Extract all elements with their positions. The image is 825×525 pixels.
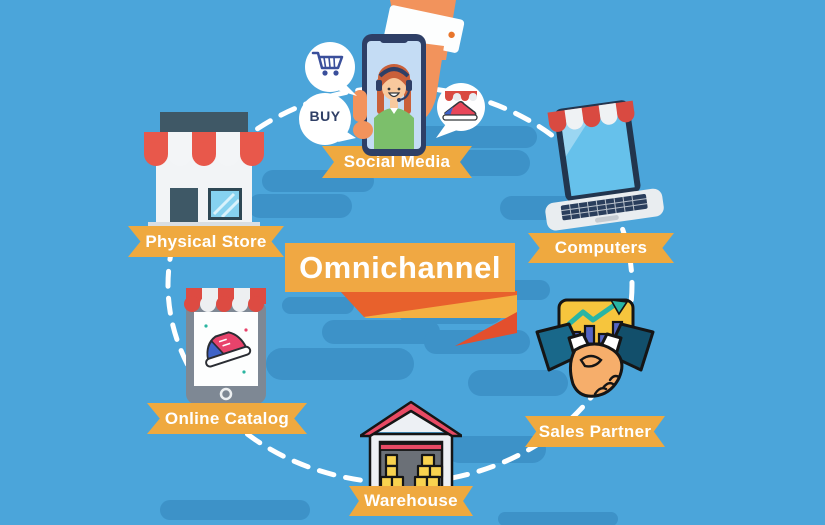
label-sales-partner: Sales Partner	[525, 416, 665, 447]
label-physical-store: Physical Store	[128, 226, 284, 257]
center-banner: Omnichannel	[285, 243, 515, 292]
buy-label: BUY	[309, 108, 341, 124]
tablet-sneaker-icon	[184, 288, 266, 404]
warehouse-icon	[360, 400, 462, 493]
laptop-shop-icon	[545, 100, 664, 231]
background-streak	[498, 512, 618, 525]
label-online-catalog: Online Catalog	[147, 403, 307, 434]
title: Omnichannel	[299, 249, 501, 285]
shopping-cart-icon	[305, 42, 357, 96]
label-warehouse: Warehouse	[349, 486, 473, 516]
label-computers: Computers	[528, 233, 674, 263]
sneaker-shop-icon	[436, 83, 485, 138]
handshake-chart-icon	[535, 298, 655, 398]
background-streak	[160, 500, 310, 520]
banner-ribbon-fold	[340, 291, 517, 346]
storefront-icon	[144, 112, 264, 232]
